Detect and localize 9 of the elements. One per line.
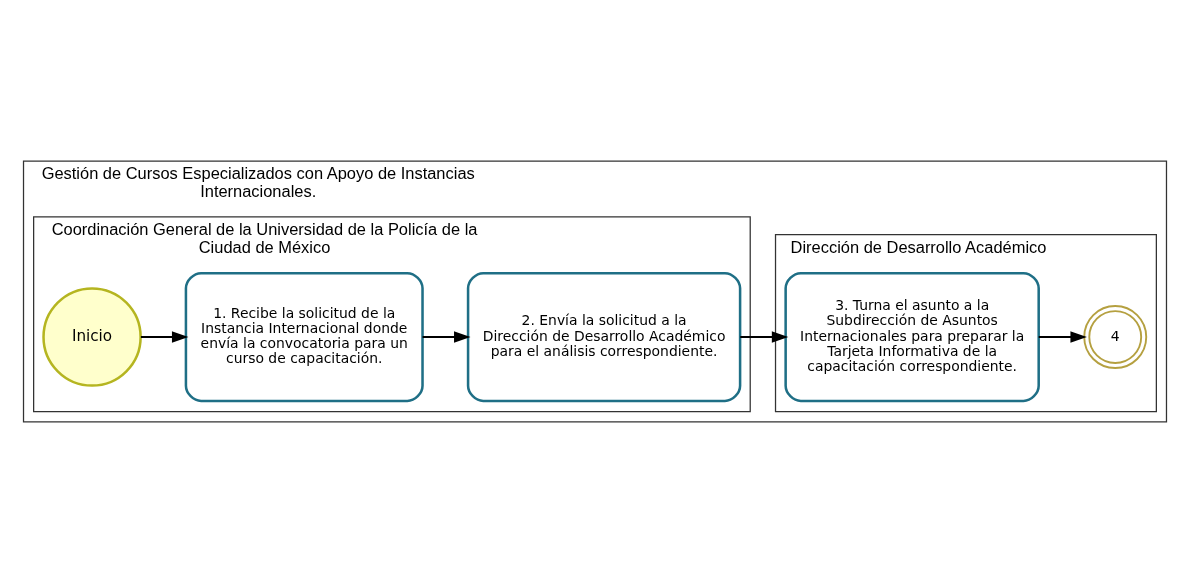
arrow — [139, 330, 189, 343]
arrow — [421, 330, 471, 343]
node-box: 3. Turna el asunto a la Subdirección de Asuntos Internacionales para preparar la Tarjeta Informativa de la capacitación correspondiente. — [784, 271, 1040, 402]
node-box: 2. Envía la solicitud a la Dirección de Desarrollo Académico para el análisis correspondiente. — [466, 271, 742, 402]
node-box: 1. Recibe la solicitud de la Instancia Internacional donde envía la convocatoria para un curso de capacitación. — [184, 271, 424, 402]
arrow — [739, 330, 789, 343]
node-circle: Inicio — [42, 286, 142, 387]
arrow — [1037, 330, 1087, 343]
node-circle: 4 — [1083, 304, 1148, 369]
